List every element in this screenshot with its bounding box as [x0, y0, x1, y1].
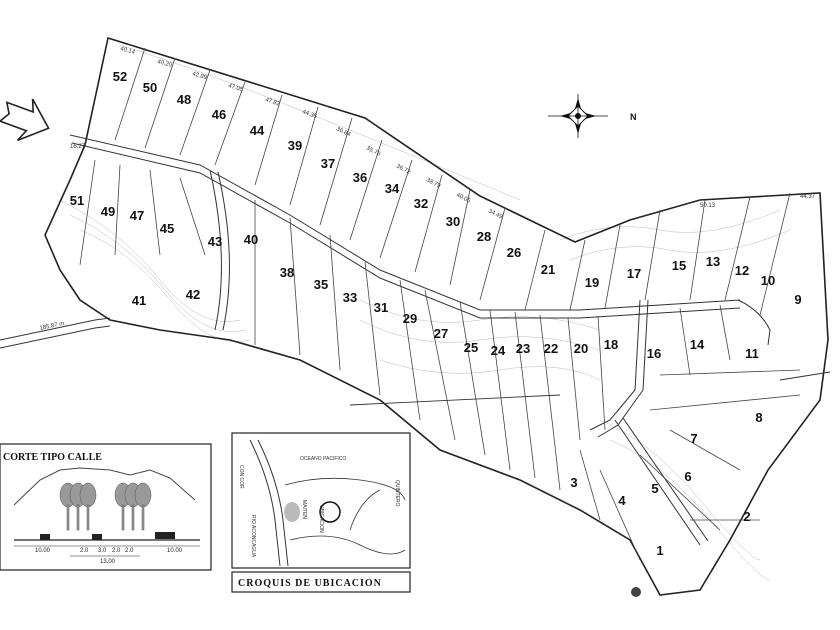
lot-41[interactable]: 41 — [132, 293, 146, 308]
lot-13[interactable]: 13 — [706, 254, 720, 269]
lot-33[interactable]: 33 — [343, 290, 357, 305]
dim-label: 36.84 — [335, 126, 352, 138]
dim-label: 50.13 — [700, 203, 716, 209]
dim-label: 40.14 — [119, 46, 136, 56]
lot-48[interactable]: 48 — [177, 92, 191, 107]
lot-39[interactable]: 39 — [288, 138, 302, 153]
mid-dim-2: 3.0 — [98, 548, 107, 554]
tree-icons — [59, 482, 152, 531]
dim-label: 16.27 — [70, 144, 86, 150]
lot-2[interactable]: 2 — [743, 509, 750, 524]
lot-42[interactable]: 42 — [186, 287, 200, 302]
lot-20[interactable]: 20 — [574, 341, 588, 356]
location-sketch-title: CROQUIS DE UBICACION — [238, 578, 382, 589]
location-marker-icon — [319, 501, 341, 523]
north-label: N — [630, 112, 637, 122]
lot-29[interactable]: 29 — [403, 311, 417, 326]
lot-43[interactable]: 43 — [208, 234, 222, 249]
lot-5[interactable]: 5 — [651, 481, 658, 496]
property-boundary — [44, 36, 829, 596]
dim-label: 36.72 — [395, 163, 412, 176]
lot-17[interactable]: 17 — [627, 266, 641, 281]
lot-51[interactable]: 51 — [70, 193, 84, 208]
lot-46[interactable]: 46 — [212, 107, 226, 122]
lot-19[interactable]: 19 — [585, 275, 599, 290]
lot-50[interactable]: 50 — [143, 80, 157, 95]
lot-dividers — [79, 47, 801, 561]
lot-31[interactable]: 31 — [374, 300, 388, 315]
sketch-label: MAITEN — [301, 500, 307, 519]
lot-11[interactable]: 11 — [745, 346, 759, 361]
lot-labels: 52 50 48 46 44 39 37 36 34 32 30 28 26 2… — [70, 69, 802, 558]
lot-38[interactable]: 38 — [280, 265, 294, 280]
mid-dim-3: 2.0 — [112, 548, 121, 554]
sketch-label: RIO ACONCAGUA — [250, 515, 256, 558]
mid-dim-1: 2.0 — [80, 548, 89, 554]
roads — [69, 134, 771, 546]
location-sketch-panel: OCEANO PACIFICO CON COR RIO ACONCAGUA QU… — [231, 432, 411, 593]
lot-27[interactable]: 27 — [434, 326, 448, 341]
sketch-label: CON COR — [238, 465, 244, 489]
lot-47[interactable]: 47 — [130, 208, 144, 223]
lot-18[interactable]: 18 — [604, 337, 618, 352]
dim-label: 34.49 — [487, 208, 504, 220]
lot-40[interactable]: 40 — [244, 232, 258, 247]
lot-24[interactable]: 24 — [491, 343, 506, 358]
lot-21[interactable]: 21 — [541, 262, 555, 277]
lot-16[interactable]: 16 — [647, 346, 661, 361]
lot-44[interactable]: 44 — [250, 123, 265, 138]
mid-dim-4: 2.0 — [125, 548, 134, 554]
lot-26[interactable]: 26 — [507, 245, 521, 260]
left-width-label: 10.00 — [35, 548, 51, 554]
lot-9[interactable]: 9 — [794, 292, 801, 307]
lot-25[interactable]: 25 — [464, 340, 478, 355]
dim-label: 42.89 — [191, 71, 208, 81]
access-road — [0, 317, 831, 406]
compass-rose-icon: N — [548, 94, 637, 138]
car-icon — [40, 534, 50, 540]
lot-34[interactable]: 34 — [385, 181, 400, 196]
lot-1[interactable]: 1 — [656, 543, 663, 558]
sketch-label: UBICACION — [318, 505, 324, 533]
lot-32[interactable]: 32 — [414, 196, 428, 211]
lot-35[interactable]: 35 — [314, 277, 328, 292]
ocean-label: OCEANO PACIFICO — [300, 456, 346, 462]
lot-30[interactable]: 30 — [446, 214, 460, 229]
lot-10[interactable]: 10 — [761, 273, 775, 288]
lot-14[interactable]: 14 — [690, 337, 705, 352]
right-width-label: 10.00 — [167, 548, 183, 554]
car-icon — [155, 532, 175, 539]
lot-15[interactable]: 15 — [672, 258, 686, 273]
lot-45[interactable]: 45 — [160, 221, 174, 236]
sketch-label: QUINTERO — [394, 480, 400, 507]
dim-label: 44.37 — [800, 194, 816, 200]
lot-52[interactable]: 52 — [113, 69, 127, 84]
dim-label: 47.05 — [227, 83, 244, 93]
street-section-title: CORTE TIPO CALLE — [3, 452, 102, 463]
lot-23[interactable]: 23 — [516, 341, 530, 356]
dim-label: 185.87 m. — [39, 320, 67, 331]
lot-3[interactable]: 3 — [570, 475, 577, 490]
lot-36[interactable]: 36 — [353, 170, 367, 185]
car-icon — [92, 534, 102, 540]
lot-7[interactable]: 7 — [690, 431, 697, 446]
lot-49[interactable]: 49 — [101, 204, 115, 219]
lot-37[interactable]: 37 — [321, 156, 335, 171]
street-section-panel: CORTE TIPO CALLE 10.00 2.0 3.0 2.0 2.0 1… — [0, 443, 212, 571]
lot-22[interactable]: 22 — [544, 341, 558, 356]
lot-28[interactable]: 28 — [477, 229, 491, 244]
survey-marker-icon — [631, 587, 641, 597]
dim-label: 40.20 — [156, 59, 173, 69]
dim-label: 35.78 — [365, 145, 382, 158]
lot-8[interactable]: 8 — [755, 410, 762, 425]
dim-label: 38.79 — [425, 177, 442, 189]
dim-label: 47.82 — [264, 97, 281, 108]
lot-12[interactable]: 12 — [735, 263, 749, 278]
lot-4[interactable]: 4 — [618, 493, 626, 508]
dim-label: 44.35 — [301, 109, 318, 120]
total-width-label: 13.00 — [100, 559, 116, 565]
entrance-arrow-icon — [0, 98, 50, 142]
lot-6[interactable]: 6 — [684, 469, 691, 484]
